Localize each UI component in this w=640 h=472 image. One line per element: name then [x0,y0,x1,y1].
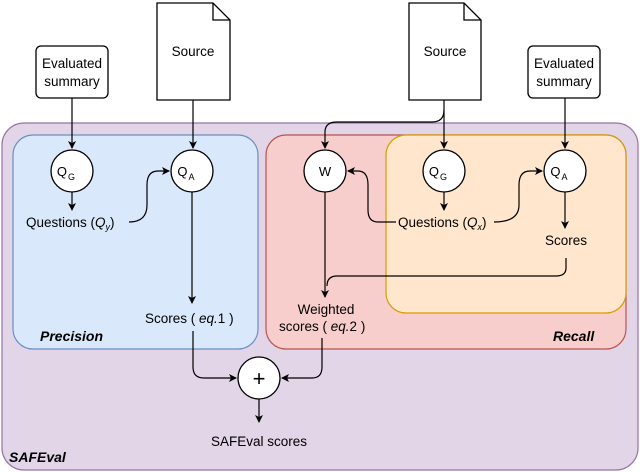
evaluated-summary-left-line1: Evaluated [42,56,102,71]
evaluated-summary-left-line2: summary [44,74,100,89]
scores-precision-label: Scores ( eq.1 ) [145,311,234,326]
qa-precision-sub: A [189,172,195,182]
connectors [68,98,569,423]
questions-recall-label: Questions (Qx) [398,215,487,232]
source-left-label: Source [172,44,215,59]
qg-precision-main: Q [57,164,67,179]
questions-precision-label: Questions (Qy) [26,215,115,232]
safeval-scores-label: SAFEval scores [211,434,307,449]
weighted-label-line1: Weighted [298,302,355,317]
w-node: W [303,149,347,193]
svg-text:QG: QG [57,164,75,182]
edge-questions-recall-to-w [347,167,396,223]
qa-recall-main: Q [550,164,560,179]
evaluated-summary-left-box: Evaluated summary [35,45,109,99]
qg-precision-sub: G [68,172,75,182]
svg-text:QA: QA [177,164,194,182]
source-right-label: Source [424,44,467,59]
edge-questions-to-qa-precision [128,167,170,223]
qg-recall-main: Q [429,164,439,179]
w-label: W [319,164,332,179]
evaluated-summary-right-line2: summary [536,74,592,89]
recall-title: Recall [553,328,595,344]
source-right-document: Source [408,2,482,101]
qg-recall-node: QG [422,149,466,193]
evaluated-summary-right-box: Evaluated summary [527,45,601,99]
qa-recall-node: QA [543,149,587,193]
plus-node: + [237,356,281,400]
qa-precision-node: QA [170,149,214,193]
scores-recall-label: Scores [545,233,587,248]
edge-questions-recall-to-qa [493,167,543,223]
svg-text:QA: QA [550,164,567,182]
evaluated-summary-right-line1: Evaluated [534,56,594,71]
qa-recall-sub: A [562,172,568,182]
plus-label: + [253,366,266,391]
qa-precision-main: Q [177,164,187,179]
source-left-document: Source [156,2,231,101]
edge-scores-precision-to-plus [192,331,237,382]
edge-scores-recall-to-weighted [326,258,567,287]
edge-source-right-to-w [321,109,445,149]
weighted-scores-label: scores ( eq.2 ) [279,319,365,334]
svg-text:QG: QG [429,164,447,182]
edge-weighted-to-plus [281,338,323,382]
qg-recall-sub: G [440,172,447,182]
safeval-title: SAFEval [9,449,67,465]
precision-title: Precision [40,328,103,344]
qg-precision-node: QG [50,149,94,193]
